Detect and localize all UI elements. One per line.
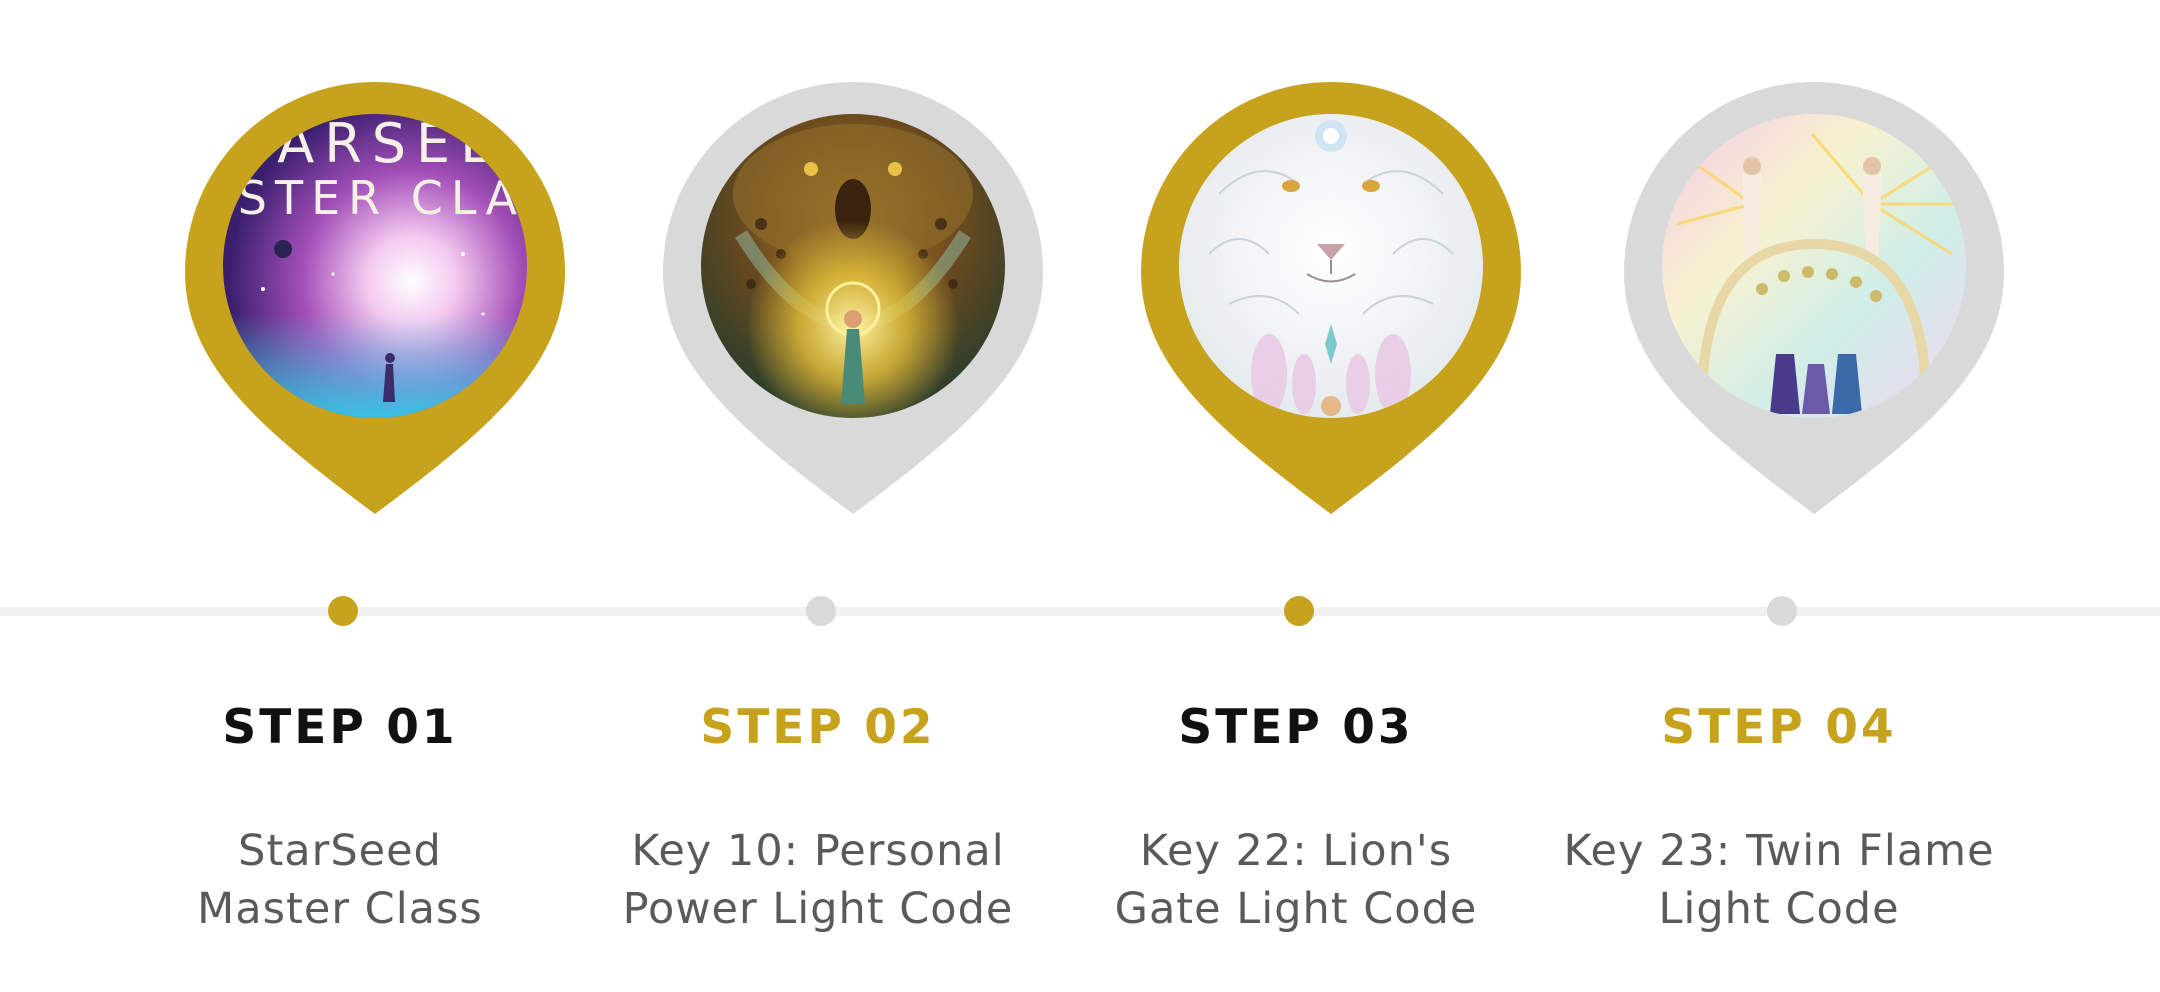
step-3-dot[interactable]	[1284, 596, 1314, 626]
step-2-dot[interactable]	[806, 596, 836, 626]
step-3-title-line-2: Gate Light Code	[1114, 884, 1478, 934]
step-4-label: STEP 04	[1661, 700, 1897, 755]
step-2-label: STEP 02	[700, 700, 936, 755]
step-3-label: STEP 03	[1178, 700, 1414, 755]
step-2-title: Key 10: Personal Power Light Code	[548, 822, 1088, 938]
step-1-label: STEP 01	[222, 700, 458, 755]
step-1-title: StarSeed Master Class	[70, 822, 610, 938]
step-1-pin[interactable]: STARSEED MASTER CLASS	[185, 82, 565, 514]
leopard-goddess-image	[701, 114, 1005, 418]
step-3: STEP 03 Key 22: Lion's Gate Light Code	[1026, 0, 1566, 992]
step-3-pin[interactable]	[1141, 82, 1521, 514]
svg-text:MASTER CLASS: MASTER CLASS	[223, 171, 527, 225]
step-4-pin[interactable]	[1624, 82, 2004, 514]
starseed-galaxy-image: STARSEED MASTER CLASS	[223, 114, 527, 418]
step-2-title-line-2: Power Light Code	[622, 884, 1014, 934]
step-4-title: Key 23: Twin Flame Light Code	[1509, 822, 2049, 938]
step-4-title-line-1: Key 23: Twin Flame	[1563, 826, 1995, 876]
step-2: STEP 02 Key 10: Personal Power Light Cod…	[548, 0, 1088, 992]
step-3-title: Key 22: Lion's Gate Light Code	[1026, 822, 1566, 938]
step-4: STEP 04 Key 23: Twin Flame Light Code	[1509, 0, 2049, 992]
step-4-title-line-2: Light Code	[1658, 884, 1900, 934]
step-1: STARSEED MASTER CLASS STEP 01 StarSeed M…	[70, 0, 610, 992]
step-1-title-line-1: StarSeed	[238, 826, 442, 876]
timeline-line	[0, 607, 2160, 616]
twin-flame-angels-image	[1662, 114, 1966, 418]
white-lion-image	[1179, 114, 1483, 418]
step-2-pin[interactable]	[663, 82, 1043, 514]
step-1-title-line-2: Master Class	[197, 884, 483, 934]
step-2-title-line-1: Key 10: Personal	[631, 826, 1005, 876]
step-4-dot[interactable]	[1767, 596, 1797, 626]
step-3-title-line-1: Key 22: Lion's	[1139, 826, 1453, 876]
step-1-dot[interactable]	[328, 596, 358, 626]
